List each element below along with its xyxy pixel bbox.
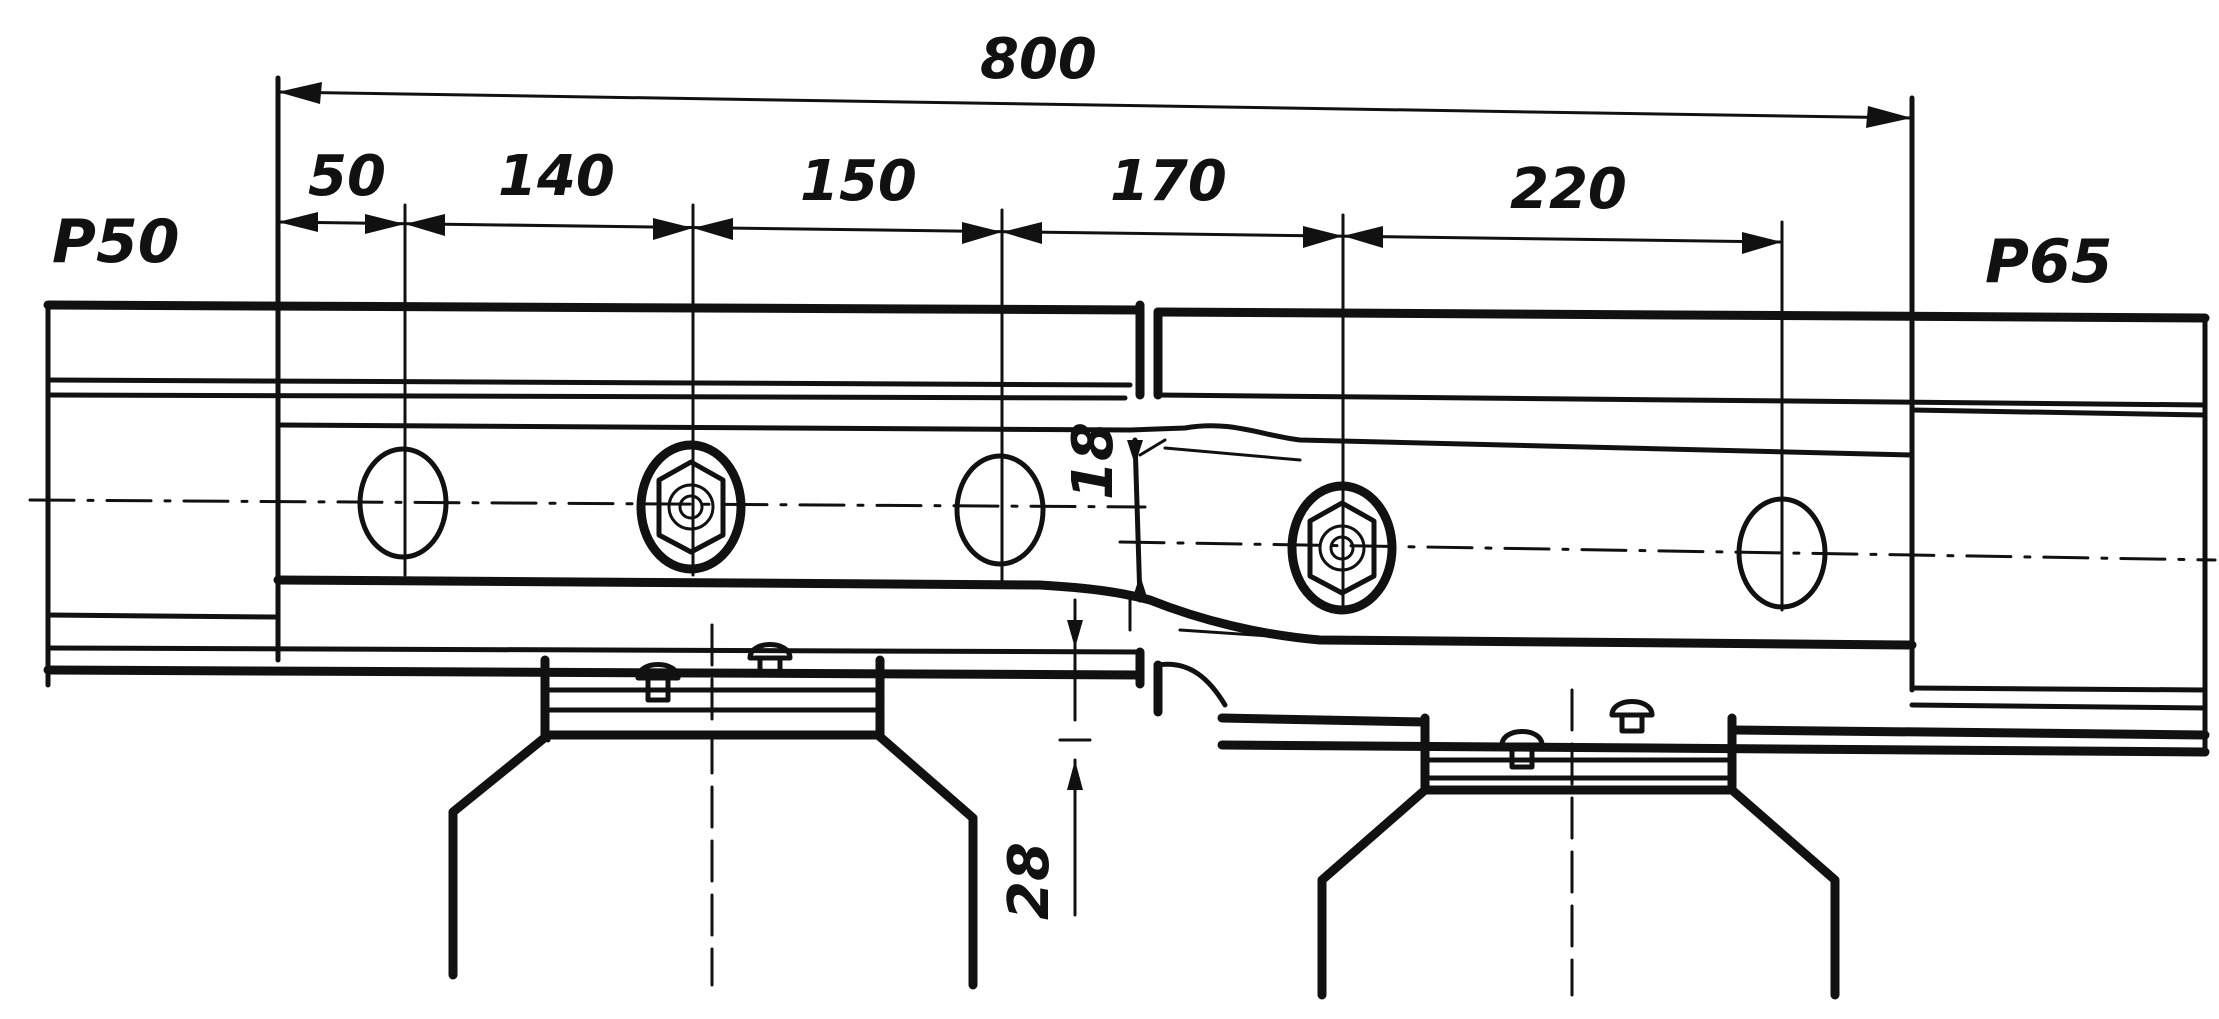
left-rail-label: P50 (52, 207, 179, 277)
right-sleeper (1317, 688, 1840, 1000)
right-rail (1153, 307, 2210, 757)
bolt-with-nut-1 (636, 440, 746, 574)
dimension-28: 28 (997, 598, 1092, 920)
left-sleeper (448, 623, 978, 990)
bolt-with-nut-2 (1287, 481, 1397, 615)
left-rail (43, 300, 1145, 689)
dim-140: 140 (498, 144, 615, 209)
dimension-18: 18 (1061, 422, 1167, 603)
bolt-hole-1 (357, 446, 449, 560)
dim-220: 220 (1510, 157, 1627, 222)
dim-800: 800 (980, 27, 1097, 92)
right-rail-label: P65 (1985, 227, 2112, 297)
dim-170: 170 (1110, 149, 1227, 214)
dim-28: 28 (997, 842, 1062, 920)
left-center-axis (28, 498, 1147, 509)
bolt-hole-5 (1736, 496, 1828, 610)
bolt-spacing-dimensions: 50 140 150 170 220 (276, 144, 1784, 612)
dim-50: 50 (308, 144, 386, 209)
right-center-axis (1118, 540, 2217, 562)
dim-18: 18 (1061, 422, 1126, 500)
dim-150: 150 (800, 149, 917, 214)
joint-bar (273, 422, 1917, 650)
right-tie-plate (1420, 699, 1737, 795)
bolt-hole-3 (954, 453, 1046, 567)
overall-dimension: 800 (275, 27, 1915, 693)
